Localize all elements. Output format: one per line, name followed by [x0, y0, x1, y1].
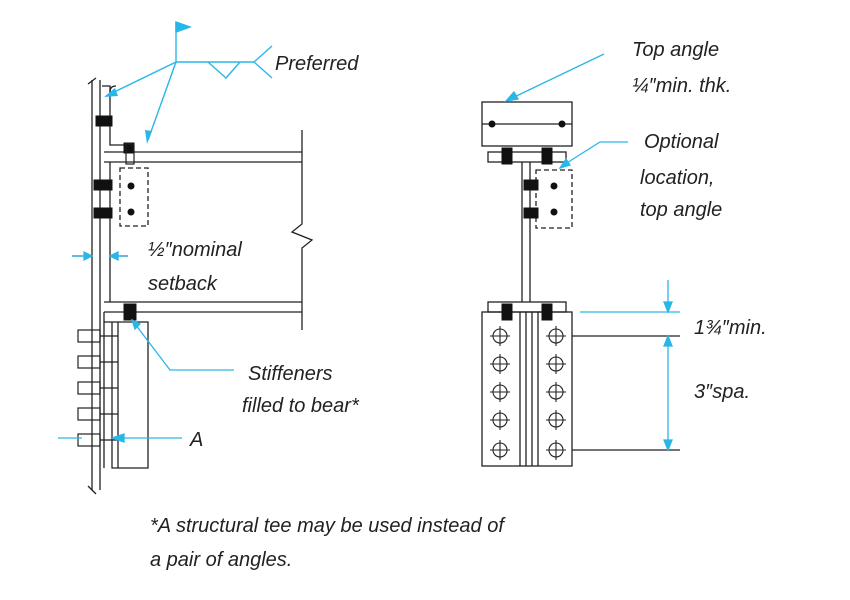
- web-bolt-dot-upper: [127, 182, 135, 190]
- weld-tail: [253, 45, 273, 79]
- right-bolts: [488, 120, 566, 321]
- weld-arrowheads: [104, 88, 152, 144]
- stiffener-leader-line: [131, 319, 234, 371]
- dim-spacing-arrow-down: [663, 439, 673, 452]
- dim-edge-arrow-down: [663, 301, 673, 314]
- right-section: [481, 101, 573, 467]
- top-angle-bolt: [95, 115, 113, 127]
- column-break-top: [87, 77, 97, 85]
- top-angle-bolt-right: [558, 120, 566, 128]
- label-stiffeners-1: Stiffeners: [248, 363, 332, 385]
- web-bolt-dot-lower: [127, 208, 135, 216]
- top-angle-leader: [504, 53, 605, 102]
- top-flange-clip-rect: [125, 143, 135, 165]
- top-angle-arrowhead: [504, 90, 520, 102]
- web-angle-dashed: [119, 167, 149, 227]
- weld-arrow-1: [105, 61, 177, 97]
- label-half-inch: ½″nominal: [148, 239, 242, 261]
- label-preferred: Preferred: [275, 53, 359, 75]
- weld-symbol-leaders: [105, 21, 273, 141]
- section-a-line: [58, 433, 182, 443]
- footnote-line-2: a pair of angles.: [150, 549, 292, 571]
- web-bolt-lower: [93, 207, 113, 219]
- setback-arrow-left: [83, 250, 94, 262]
- bottom-flange-bolt-left: [501, 303, 513, 321]
- label-optional-2: location,: [640, 167, 715, 189]
- label-setback: setback: [148, 273, 218, 295]
- weld-fillet-symbol: [207, 61, 241, 79]
- optional-leader-line: [561, 141, 628, 167]
- seat-angle-outline: [103, 312, 149, 469]
- seat-bolt-4: [77, 407, 101, 421]
- top-angle-leader-line: [507, 53, 605, 101]
- label-edge-min: 1¾″min.: [694, 317, 767, 339]
- label-section-a: A: [189, 429, 203, 451]
- seat-angle-plan: [481, 311, 573, 467]
- seat-bolt-2: [77, 355, 101, 369]
- web-bolt-upper-r: [523, 179, 539, 191]
- column-break-bottom: [87, 485, 97, 495]
- web-bolt-dot-upper-r: [550, 182, 558, 190]
- footnote-line-1: *A structural tee may be used instead of: [150, 515, 506, 537]
- column-seat-bolts: [77, 329, 118, 447]
- bottom-flange-bolt-right: [541, 303, 553, 321]
- weld-arrow-2: [147, 61, 177, 141]
- seat-bolt-1: [77, 329, 101, 343]
- top-angle-bolt-left: [488, 120, 496, 128]
- left-bolts: [93, 115, 137, 321]
- right-dimensions: [572, 335, 680, 451]
- stiffener-arrowhead: [130, 318, 142, 331]
- optional-leader: [558, 141, 628, 170]
- web-bolt-upper: [93, 179, 113, 191]
- label-optional-3: top angle: [640, 199, 722, 221]
- top-flange-bolt-right: [541, 147, 553, 165]
- label-top-angle-2: ¼″min. thk.: [632, 75, 731, 97]
- web-bolt-lower-r: [523, 207, 539, 219]
- seat-bolt-3: [77, 381, 101, 395]
- beam-break-line: [290, 130, 314, 330]
- label-optional-1: Optional: [644, 131, 719, 153]
- weld-arrowhead-2: [145, 130, 152, 144]
- top-angle-fillet: [109, 85, 117, 93]
- setback-dim: [72, 250, 128, 262]
- dim-spacing-arrow-up: [663, 334, 673, 347]
- top-angle-outline: [102, 85, 128, 146]
- seat-bolt-holes: [490, 326, 566, 460]
- top-flange-clip: [125, 143, 135, 165]
- seat-bolt: [123, 303, 137, 321]
- label-top-angle-1: Top angle: [632, 39, 719, 61]
- field-weld-flag-icon: [175, 21, 193, 33]
- label-spacing: 3″spa.: [694, 381, 750, 403]
- weld-arrowhead-1: [104, 88, 118, 97]
- web-bolt-dot-lower-r: [550, 208, 558, 216]
- top-flange-bolt-left: [501, 147, 513, 165]
- setback-arrow-right: [108, 250, 119, 262]
- beam-top-flange-section: [487, 151, 567, 163]
- section-a-arrowhead: [109, 433, 125, 443]
- optional-angle-dashed: [535, 169, 573, 229]
- beam-bottom-flange-section: [487, 301, 567, 313]
- optional-arrowhead: [558, 157, 572, 170]
- stiffener-leader: [130, 318, 234, 371]
- label-stiffeners-2: filled to bear*: [242, 395, 360, 417]
- right-dim-leaders: [580, 280, 680, 452]
- seat-bolt-5: [77, 433, 101, 447]
